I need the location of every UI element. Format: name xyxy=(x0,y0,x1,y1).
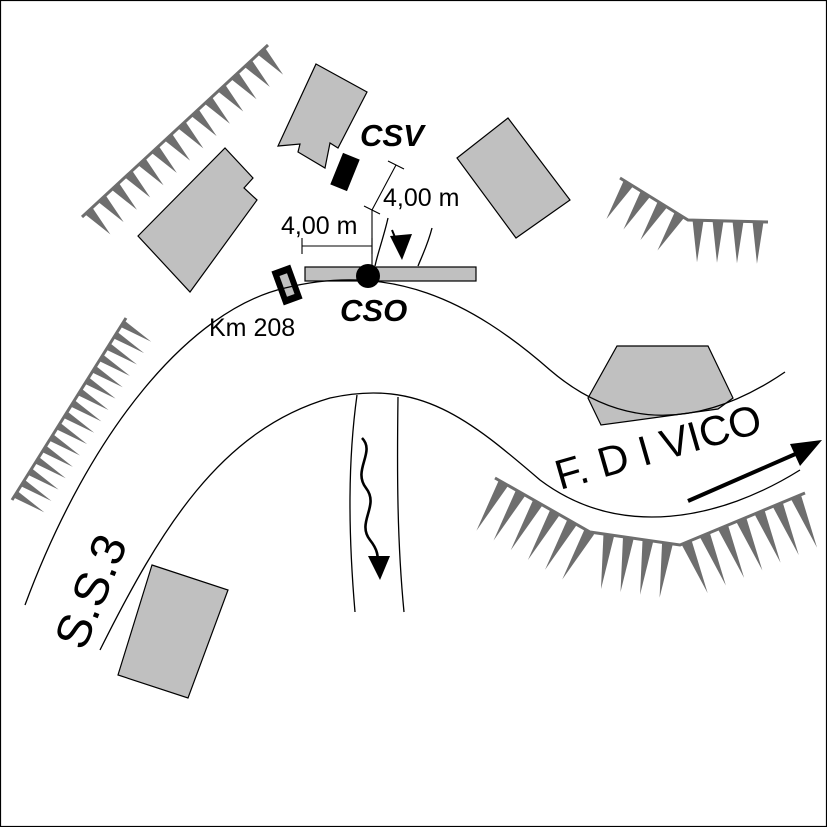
hachure-top-left-baseline xyxy=(80,43,270,219)
cso-station-marker xyxy=(356,264,380,288)
slope-tooth xyxy=(99,354,130,376)
slope-tooth xyxy=(692,220,704,263)
hachure-bottom-right xyxy=(476,476,818,598)
slope-tooth xyxy=(257,47,284,75)
slope-tooth xyxy=(606,180,634,219)
slope-tooth xyxy=(177,121,204,149)
slope-tooth xyxy=(717,525,745,578)
slope-tooth xyxy=(620,536,634,592)
slope-tooth xyxy=(600,533,615,590)
slope-tooth xyxy=(659,542,673,598)
csv-station-marker xyxy=(330,152,360,192)
hachure-top-right-baseline xyxy=(619,176,769,224)
stream-flow-arrowhead xyxy=(368,556,390,580)
slope-tooth xyxy=(244,60,270,87)
slope-tooth xyxy=(113,331,145,354)
building-left xyxy=(137,147,258,293)
slope-tooth xyxy=(91,366,123,388)
river-direction-line xyxy=(687,450,801,503)
slope-tooth xyxy=(138,158,164,186)
slope-tooth xyxy=(623,190,651,230)
slope-tooth xyxy=(84,377,116,399)
hachure-left xyxy=(10,317,152,513)
km-208-marker xyxy=(271,264,303,306)
slope-tooth xyxy=(736,517,763,571)
slope-tooth xyxy=(772,502,799,556)
slope-tooth xyxy=(98,195,124,223)
slope-tooth xyxy=(151,146,177,173)
bridge xyxy=(304,266,477,282)
building-top xyxy=(277,63,368,169)
slope-tooth xyxy=(790,494,818,548)
inflow-arrowhead xyxy=(390,234,412,260)
slope-tooth xyxy=(20,479,52,501)
river-direction-arrowhead xyxy=(790,440,822,466)
slope-tooth xyxy=(56,422,88,445)
slope-tooth xyxy=(231,72,257,100)
road-lower-edge xyxy=(99,392,801,651)
slope-tooth xyxy=(476,480,509,531)
slope-tooth xyxy=(732,221,744,264)
slope-tooth xyxy=(754,509,781,563)
stream-flow-line xyxy=(360,437,380,567)
road-upper-edge xyxy=(24,279,786,606)
slope-tooth xyxy=(640,201,668,240)
dim-vertical-line xyxy=(371,164,397,211)
small-channel-right xyxy=(417,227,433,267)
building-right xyxy=(456,117,571,239)
slope-tooth xyxy=(120,320,152,342)
stream-left-bank xyxy=(349,394,358,613)
slope-tooth xyxy=(493,489,526,541)
dim-horizontal-label: 4,00 m xyxy=(281,212,357,240)
building-bottom-right xyxy=(587,345,734,426)
slope-tooth xyxy=(34,457,66,479)
csv-label: CSV xyxy=(360,118,426,153)
slope-tooth xyxy=(699,532,726,586)
slope-tooth xyxy=(191,109,217,137)
slope-tooth xyxy=(527,509,560,560)
slope-tooth xyxy=(164,133,191,161)
slope-tooth xyxy=(63,411,95,433)
dim-vertical-tick-top xyxy=(387,160,405,170)
slope-tooth xyxy=(640,539,654,595)
slope-tooth xyxy=(27,468,59,490)
slope-tooth xyxy=(42,445,73,467)
building-bottom-left xyxy=(117,564,229,699)
slope-tooth xyxy=(77,388,109,410)
slope-tooth xyxy=(84,207,111,235)
slope-tooth xyxy=(217,84,244,112)
hachure-top-left xyxy=(80,43,284,235)
slope-tooth xyxy=(545,519,577,570)
stream-right-bank xyxy=(396,396,405,613)
small-channel-left xyxy=(374,217,389,267)
slope-tooth xyxy=(49,434,81,456)
slope-tooth xyxy=(562,528,595,580)
slope-tooth xyxy=(13,491,45,513)
slope-tooth xyxy=(681,540,708,594)
slope-tooth xyxy=(106,343,138,365)
slope-tooth xyxy=(657,211,685,251)
km-label: Km 208 xyxy=(209,314,295,342)
hachure-top-right xyxy=(606,176,769,264)
slope-tooth xyxy=(70,400,102,422)
slope-tooth xyxy=(752,221,764,264)
slope-tooth xyxy=(124,170,151,198)
dim-vertical-label: 4,00 m xyxy=(383,184,459,212)
slope-hachures xyxy=(10,43,818,598)
slope-tooth xyxy=(510,499,543,551)
slope-tooth xyxy=(204,96,230,124)
slope-tooth xyxy=(111,182,137,210)
slope-tooth xyxy=(712,220,724,263)
cso-label: CSO xyxy=(340,293,407,328)
